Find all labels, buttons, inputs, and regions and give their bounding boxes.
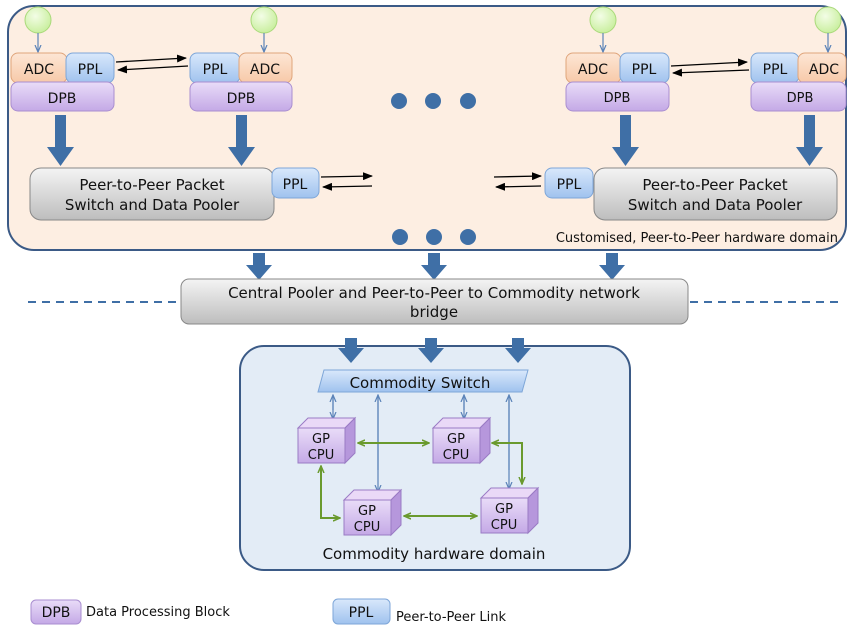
commodity-domain-caption: Commodity hardware domain bbox=[323, 545, 546, 563]
node-2: PPL ADC DPB bbox=[189, 52, 293, 112]
svg-text:CPU: CPU bbox=[308, 448, 334, 463]
bridge-box bbox=[180, 278, 689, 325]
ppl-block bbox=[271, 167, 320, 199]
ellipsis-dots bbox=[392, 229, 476, 245]
legend-swatch bbox=[30, 599, 82, 625]
ppl-block bbox=[544, 167, 594, 199]
adc-label: ADC bbox=[809, 62, 839, 78]
commodity-switch: Commodity Switch bbox=[317, 369, 529, 393]
svg-text:GP: GP bbox=[312, 432, 330, 447]
node-1: ADC PPL DPB bbox=[10, 52, 115, 112]
adc-label: ADC bbox=[24, 62, 54, 78]
ppl-label: PPL bbox=[632, 62, 657, 78]
bridge-title-line2: bridge bbox=[410, 303, 458, 321]
gp-cpu: GP CPU bbox=[431, 416, 492, 465]
ppl-label: PPL bbox=[203, 62, 228, 78]
dpb-label: DPB bbox=[227, 91, 256, 107]
legend-text: Data Processing Block bbox=[86, 605, 230, 620]
switch-box bbox=[593, 167, 838, 221]
ppl-link-arrows bbox=[115, 54, 750, 77]
packet-switch-left: Peer-to-Peer Packet Switch and Data Pool… bbox=[29, 167, 373, 221]
legend-dpb: DPB Data Processing Block bbox=[30, 599, 230, 625]
commodity-switch-label: Commodity Switch bbox=[350, 374, 491, 392]
legend-text: Peer-to-Peer Link bbox=[396, 610, 507, 625]
central-bridge: Central Pooler and Peer-to-Peer to Commo… bbox=[180, 278, 689, 325]
svg-text:GP: GP bbox=[358, 504, 376, 519]
dpb-block bbox=[750, 81, 847, 112]
sensor-icon bbox=[589, 6, 617, 52]
legend-swatch bbox=[332, 598, 391, 625]
thick-down-arrows bbox=[47, 115, 823, 166]
dpb-block bbox=[10, 81, 115, 112]
legend-tag: PPL bbox=[349, 605, 374, 621]
dpb-label: DPB bbox=[787, 91, 814, 106]
packet-switch-right: Peer-to-Peer Packet Switch and Data Pool… bbox=[493, 167, 838, 221]
cpu-peer-links bbox=[321, 443, 522, 518]
legend-ppl: PPL Peer-to-Peer Link bbox=[332, 598, 507, 625]
dpb-block bbox=[565, 81, 670, 112]
gp-cpu: GP CPU bbox=[296, 416, 357, 465]
gp-cpu: GP CPU bbox=[479, 486, 540, 535]
switch-title-line1: Peer-to-Peer Packet bbox=[642, 176, 787, 194]
node-4: PPL ADC DPB bbox=[750, 52, 847, 112]
switch-title-line1: Peer-to-Peer Packet bbox=[79, 176, 224, 194]
svg-text:GP: GP bbox=[495, 502, 513, 517]
svg-text:CPU: CPU bbox=[443, 448, 469, 463]
node-3: ADC PPL DPB bbox=[565, 52, 670, 112]
ellipsis-dots bbox=[391, 93, 476, 109]
dpb-label: DPB bbox=[48, 91, 77, 107]
ppl-label: PPL bbox=[557, 177, 582, 193]
sensor-icon bbox=[250, 6, 278, 52]
adc-label: ADC bbox=[250, 62, 280, 78]
thick-down-arrows bbox=[246, 253, 625, 280]
custom-domain-caption: Customised, Peer-to-Peer hardware domain bbox=[556, 231, 838, 246]
switch-title-line2: Switch and Data Pooler bbox=[65, 196, 240, 214]
svg-text:CPU: CPU bbox=[491, 518, 517, 533]
ppl-label: PPL bbox=[283, 177, 308, 193]
sensor-icon bbox=[814, 6, 842, 52]
ppl-label: PPL bbox=[78, 62, 103, 78]
switch-title-line2: Switch and Data Pooler bbox=[628, 196, 803, 214]
legend-tag: DPB bbox=[42, 605, 71, 621]
adc-label: ADC bbox=[578, 62, 608, 78]
ppl-label: PPL bbox=[763, 62, 788, 78]
svg-text:CPU: CPU bbox=[354, 520, 380, 535]
gp-cpu: GP CPU bbox=[342, 488, 403, 537]
svg-text:GP: GP bbox=[447, 432, 465, 447]
thick-down-arrows bbox=[338, 338, 531, 363]
dpb-label: DPB bbox=[604, 91, 631, 106]
sensor-icon bbox=[24, 6, 52, 52]
bridge-title-line1: Central Pooler and Peer-to-Peer to Commo… bbox=[228, 284, 640, 302]
dpb-block bbox=[189, 81, 293, 112]
